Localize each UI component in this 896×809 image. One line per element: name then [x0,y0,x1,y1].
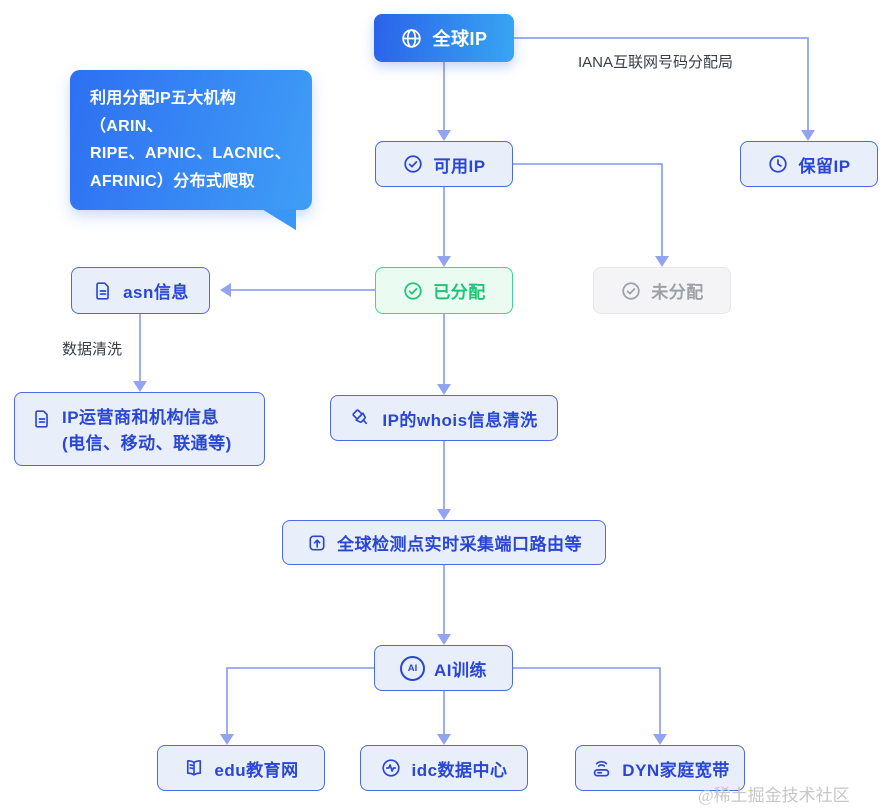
node-label: idc数据中心 [411,760,508,780]
router-icon [590,757,613,780]
callout-bubble: 利用分配IP五大机构（ARIN、 RIPE、APNIC、LACNIC、 AFRI… [70,70,312,231]
node-allocated: 已分配 [375,267,513,314]
node-label: 未分配 [651,283,704,302]
node-label: AI训练 [434,660,487,680]
node-idc-datacenter: idc数据中心 [360,745,528,791]
node-label: 保留IP [798,156,851,176]
callout-tail [262,209,296,231]
node-label: 全球IP [432,29,488,49]
document-icon [31,408,53,430]
node-reserved-ip: 保留IP [740,141,878,187]
node-asn-info: asn信息 [71,267,210,314]
node-global-ip: 全球IP [374,14,514,62]
node-available-ip: 可用IP [375,141,513,187]
check-circle-icon [402,153,424,175]
node-label: 已分配 [433,283,486,302]
callout-text: 利用分配IP五大机构（ARIN、 RIPE、APNIC、LACNIC、 AFRI… [90,90,291,190]
node-edu-network: edu教育网 [157,745,325,791]
node-whois-clean: IP的whois信息清洗 [330,395,558,441]
edge-label-data-clean: 数据清洗 [62,341,123,358]
brush-icon [350,407,373,430]
node-dyn-broadband: DYN家庭宽带 [575,745,745,791]
node-probe-collect: 全球检测点实时采集端口路由等 [282,520,606,565]
node-ai-training: AI AI训练 [374,645,513,691]
document-icon [92,280,114,302]
node-label: asn信息 [123,283,189,302]
watermark: @稀土掘金技术社区 [698,786,850,805]
clock-icon [767,153,789,175]
node-unallocated: 未分配 [593,267,731,314]
ai-circle-icon: AI [400,655,425,681]
node-label: 可用IP [433,156,486,176]
book-icon [183,757,205,779]
globe-icon [400,27,423,50]
activity-icon [380,757,402,779]
node-label: edu教育网 [214,760,299,780]
check-circle-icon [402,280,424,302]
node-label: DYN家庭宽带 [622,760,730,780]
node-label: 全球检测点实时采集端口路由等 [337,535,582,554]
node-label: IP的whois信息清洗 [382,410,538,430]
check-circle-icon [620,280,642,302]
collect-arrow-icon [306,532,328,554]
node-label: IP运营商和机构信息 (电信、移动、联通等) [62,408,232,454]
edge-label-iana: IANA互联网号码分配局 [578,54,734,71]
node-isp-info: IP运营商和机构信息 (电信、移动、联通等) [14,392,265,466]
